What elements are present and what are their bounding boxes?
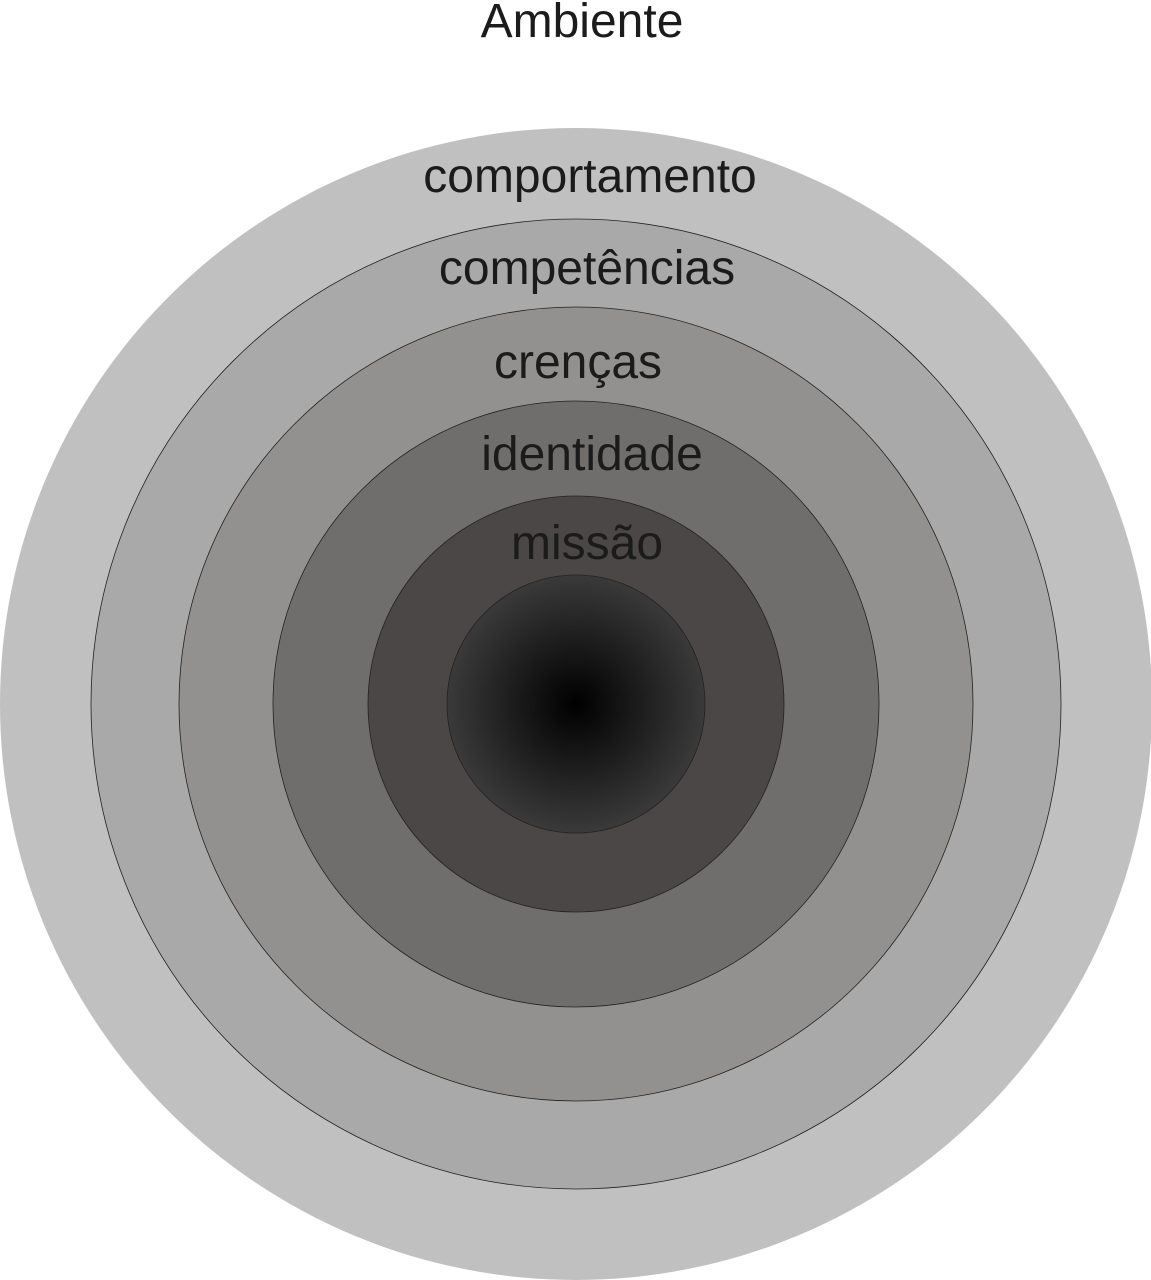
diagram-title: Ambiente [481, 0, 684, 48]
label-identidade: identidade [481, 428, 703, 481]
label-crencas: crenças [494, 336, 662, 389]
label-comportamento: comportamento [423, 150, 757, 203]
label-competencias: competências [439, 242, 735, 295]
label-missao: missão [511, 517, 663, 570]
core-circle [446, 574, 706, 834]
